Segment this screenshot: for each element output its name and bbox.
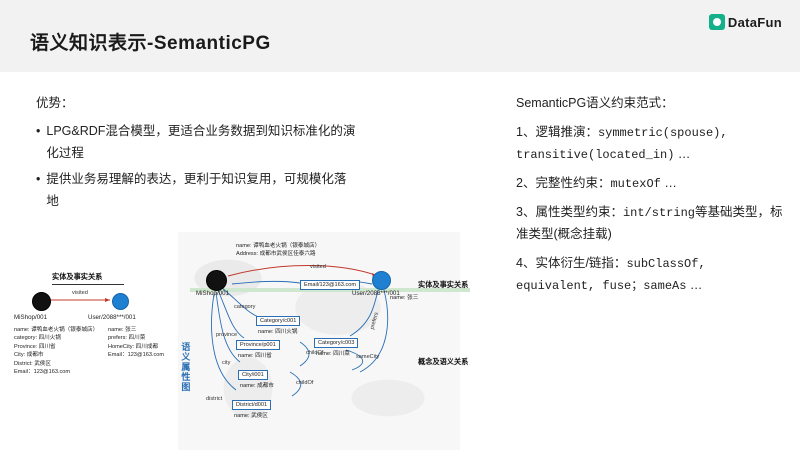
prop-line: category: 四川火锅 <box>14 335 61 342</box>
props-category-c001: name: 四川火锅 <box>258 329 298 335</box>
edge-label-childof-2: childOf <box>296 380 314 386</box>
box-province-p001: Province/p001 <box>236 340 280 350</box>
semanticpg-heading: SemanticPG语义约束范式： <box>516 96 674 110</box>
constraint-item-1: 1、逻辑推演：symmetric(spouse), transitive(loc… <box>516 122 786 166</box>
page-title: 语义知识表示-SemanticPG <box>30 33 271 54</box>
node-label-user-left: User/2088***/001 <box>88 314 136 321</box>
node-user-left <box>112 293 129 310</box>
box-city-i001: City/i001 <box>238 370 268 380</box>
constraint-suffix-2: … <box>660 176 677 190</box>
node-mishop-left <box>32 292 51 311</box>
node-mishop-center <box>206 270 227 291</box>
logo-text: DataFun <box>727 14 782 30</box>
prop-line: District: 武侯区 <box>14 360 51 367</box>
props-category-c003: name: 四川菜 <box>316 351 350 357</box>
props-mishop-left: name: 谭鸭血老火锅（银泰城店） category: 四川火锅 Provin… <box>14 326 98 376</box>
logo: DataFun <box>708 14 782 30</box>
props-user-left: name: 张三 prefers: 四川菜 HomeCity: 四川成都 Ema… <box>108 326 164 360</box>
prop-line: name: 张三 <box>390 295 419 301</box>
props-mishop-center: name: 谭鸭血老火锅（银泰城店） Address: 成都市武侯区佳泰六路 <box>236 242 320 259</box>
constraint-item-3: 3、属性类型约束：int/string等基础类型，标准类型(概念挂载) <box>516 202 786 246</box>
bullet-marker: • <box>36 171 41 186</box>
bullet-marker: • <box>36 124 41 138</box>
prop-line: name: 谭鸭血老火锅（银泰城店） <box>14 327 99 333</box>
list-item: • LPG&RDF混合模型，更适合业务数据到知识标准化的演化过程 <box>36 121 356 165</box>
constraint-label-3: 3、属性类型约束： <box>516 205 623 219</box>
edge-label-visited-center: visited <box>310 264 326 270</box>
section-label-left-entity: 实体及事实关系 <box>52 272 103 281</box>
props-user-center: name: 张三 <box>390 294 418 302</box>
constraint-label-2: 2、完整性约束： <box>516 176 611 190</box>
prop-line: name: 张三 <box>108 327 137 333</box>
semanticpg-diagram: 实体及事实关系 实体及事实关系 概念及语义关系 语义属性图 MiShop/001… <box>0 232 520 450</box>
right-text-column: SemanticPG语义约束范式： 1、逻辑推演：symmetric(spous… <box>516 92 786 304</box>
left-text-column: 优势： • LPG&RDF混合模型，更适合业务数据到知识标准化的演化过程 • 提… <box>36 92 356 217</box>
props-province-p001: name: 四川省 <box>238 353 272 359</box>
prop-line: prefers: 四川菜 <box>108 335 146 342</box>
constraint-code-4: subClassOf, equivalent, fuse；sameAs <box>516 256 706 293</box>
edge-label-samecity: sameCity <box>356 354 380 360</box>
list-item: • 提供业务易理解的表达，更利于知识复用，可规模化落地 <box>36 169 356 213</box>
prop-line: Email：123@163.com <box>14 368 71 375</box>
prop-line: Email：123@163.com <box>108 352 165 359</box>
green-divider <box>190 288 470 292</box>
edge-label-district: district <box>206 396 223 402</box>
node-label-user-center: User/2088***/001 <box>352 290 400 297</box>
datafun-logo-icon <box>708 14 725 30</box>
section-label-vertical: 语义属性图 <box>180 342 191 392</box>
props-city-i001: name: 成都市 <box>240 383 274 389</box>
constraint-suffix-1: … <box>674 147 691 161</box>
constraint-code-2: mutexOf <box>610 177 661 191</box>
prop-line: Address: 成都市武侯区佳泰六路 <box>236 251 316 258</box>
box-category-c001: Category/c001 <box>256 316 301 326</box>
box-email: Email/123@163.com <box>300 280 361 290</box>
prop-line: HomeCity: 四川成都 <box>108 343 159 350</box>
edge-label-city: city <box>222 360 231 366</box>
constraint-item-4: 4、实体衍生/链指：subClassOf, equivalent, fuse；s… <box>516 253 786 297</box>
constraint-suffix-3: 等基础类型，标准类型(概念挂载) <box>516 205 783 241</box>
node-label-mishop-left: MiShop/001 <box>14 314 48 321</box>
bullet-text: LPG&RDF混合模型，更适合业务数据到知识标准化的演化过程 <box>46 124 356 160</box>
constraint-code-3: int/string <box>622 206 695 220</box>
edge-label-category: category <box>234 304 256 310</box>
constraint-label-1: 1、逻辑推演： <box>516 125 598 139</box>
section-label-right-entity: 实体及事实关系 <box>418 280 469 289</box>
constraint-item-2: 2、完整性约束：mutexOf … <box>516 173 786 195</box>
section-underline-left <box>52 284 124 285</box>
prop-line: name: 谭鸭血老火锅（银泰城店） <box>236 243 321 249</box>
props-district-d001: name: 武侯区 <box>234 413 268 419</box>
box-district-d001: District/d001 <box>232 400 272 410</box>
advantages-heading: 优势： <box>36 96 74 110</box>
edge-label-province: province <box>216 332 238 338</box>
bullet-text: 提供业务易理解的表达，更利于知识复用，可规模化落地 <box>46 171 347 208</box>
box-category-c003: Category/c003 <box>314 338 359 348</box>
section-label-concept: 概念及语义关系 <box>418 357 469 366</box>
constraint-code-1: symmetric(spouse), transitive(located_in… <box>516 126 728 162</box>
constraint-suffix-4: … <box>686 277 703 292</box>
header-band <box>0 0 800 72</box>
edge-label-visited-left: visited <box>72 290 88 296</box>
edge-label-childof-1: childOf <box>306 350 324 356</box>
prop-line: City: 成都市 <box>14 352 44 359</box>
node-user-center <box>372 271 391 290</box>
prop-line: Province: 四川省 <box>14 343 56 350</box>
constraint-label-4: 4、实体衍生/链指： <box>516 255 627 270</box>
node-label-mishop-center: MiShop/001 <box>196 290 230 297</box>
